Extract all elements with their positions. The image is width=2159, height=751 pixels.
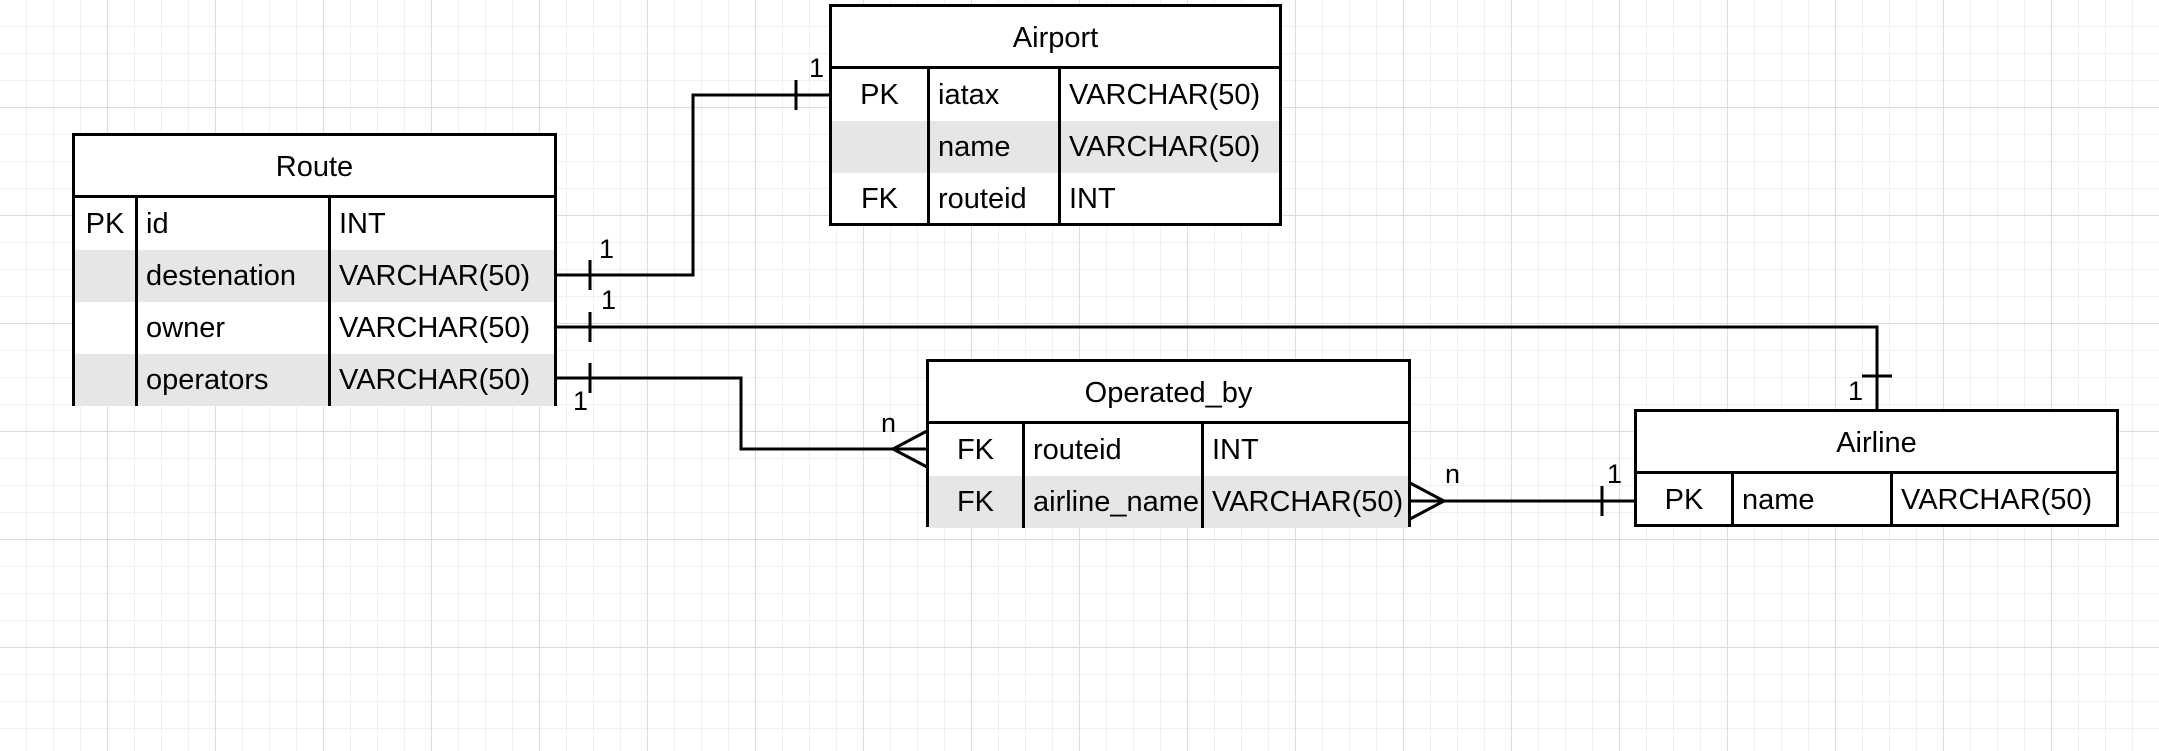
field-name: id	[138, 198, 331, 250]
connector-route-airline	[556, 325, 1879, 409]
field-type: VARCHAR(50)	[339, 312, 531, 344]
many-mark-operated-by-airline-start	[1409, 481, 1448, 521]
entity-row[interactable]: name VARCHAR(50)	[832, 121, 1279, 173]
field-name: destenation	[138, 250, 331, 302]
entity-row[interactable]: destenation VARCHAR(50)	[75, 250, 554, 302]
cardinality-route-airline-end: 1	[1848, 376, 1863, 406]
entity-rows: PK name VARCHAR(50)	[1637, 474, 2116, 526]
entity-airport[interactable]: Airport PK iatax VARCHAR(50) name VARCHA…	[829, 4, 1282, 226]
many-mark-route-operated-by-end	[889, 429, 928, 469]
entity-airline[interactable]: Airline PK name VARCHAR(50)	[1634, 409, 2119, 527]
key-cell: FK	[832, 173, 930, 225]
entity-title: Operated_by	[929, 362, 1408, 424]
field-name: airline_name	[1025, 476, 1204, 528]
field-name: iatax	[930, 69, 1061, 121]
field-name: operators	[138, 354, 331, 406]
entity-row[interactable]: PK name VARCHAR(50)	[1637, 474, 2116, 526]
entity-rows: PK id INT destenation VARCHAR(50) owner …	[75, 198, 554, 406]
cardinality-route-airport-start: 1	[599, 234, 614, 264]
field-type: VARCHAR(50)	[339, 364, 531, 396]
key-cell	[832, 121, 930, 173]
entity-route[interactable]: Route PK id INT destenation VARCHAR(50) …	[72, 133, 557, 406]
entity-title: Route	[75, 136, 554, 198]
field-name: owner	[138, 302, 331, 354]
key-cell: PK	[75, 198, 138, 250]
entity-row[interactable]: FK airline_name VARCHAR(50)	[929, 476, 1408, 528]
field-type: VARCHAR(50)	[339, 260, 531, 292]
cardinality-operated-by-airline-end: 1	[1607, 459, 1622, 489]
entity-operated-by[interactable]: Operated_by FK routeid INT FK airline_na…	[926, 359, 1411, 528]
key-cell	[75, 302, 138, 354]
field-type: INT	[339, 208, 386, 240]
entity-row[interactable]: FK routeid INT	[929, 424, 1408, 476]
entity-title: Airport	[832, 7, 1279, 69]
key-cell: PK	[1637, 474, 1734, 526]
field-name: name	[1734, 474, 1893, 526]
cardinality-route-airline-start: 1	[601, 285, 616, 315]
field-name: name	[930, 121, 1061, 173]
cardinality-operated-by-airline-start: n	[1445, 459, 1460, 489]
key-cell: PK	[832, 69, 930, 121]
key-cell	[75, 250, 138, 302]
field-type: VARCHAR(50)	[1069, 79, 1261, 111]
field-type: INT	[1069, 183, 1116, 215]
cardinality-route-operated-by-end: n	[881, 408, 896, 438]
connector-route-airport	[556, 93, 829, 277]
field-name: routeid	[1025, 424, 1204, 476]
entity-row[interactable]: PK id INT	[75, 198, 554, 250]
entity-row[interactable]: FK routeid INT	[832, 173, 1279, 225]
field-type: INT	[1212, 434, 1259, 466]
connector-route-operated-by	[556, 376, 927, 451]
cardinality-route-airport-end: 1	[809, 53, 824, 83]
entity-rows: PK iatax VARCHAR(50) name VARCHAR(50) FK…	[832, 69, 1279, 225]
entity-row[interactable]: operators VARCHAR(50)	[75, 354, 554, 406]
entity-row[interactable]: PK iatax VARCHAR(50)	[832, 69, 1279, 121]
field-name: routeid	[930, 173, 1061, 225]
key-cell: FK	[929, 476, 1025, 528]
entity-rows: FK routeid INT FK airline_name VARCHAR(5…	[929, 424, 1408, 528]
cardinality-route-operated-by-start: 1	[573, 386, 588, 416]
entity-row[interactable]: owner VARCHAR(50)	[75, 302, 554, 354]
field-type: VARCHAR(50)	[1069, 131, 1261, 163]
entity-title: Airline	[1637, 412, 2116, 474]
field-type: VARCHAR(50)	[1212, 486, 1404, 518]
field-type: VARCHAR(50)	[1901, 484, 2093, 516]
key-cell: FK	[929, 424, 1025, 476]
key-cell	[75, 354, 138, 406]
